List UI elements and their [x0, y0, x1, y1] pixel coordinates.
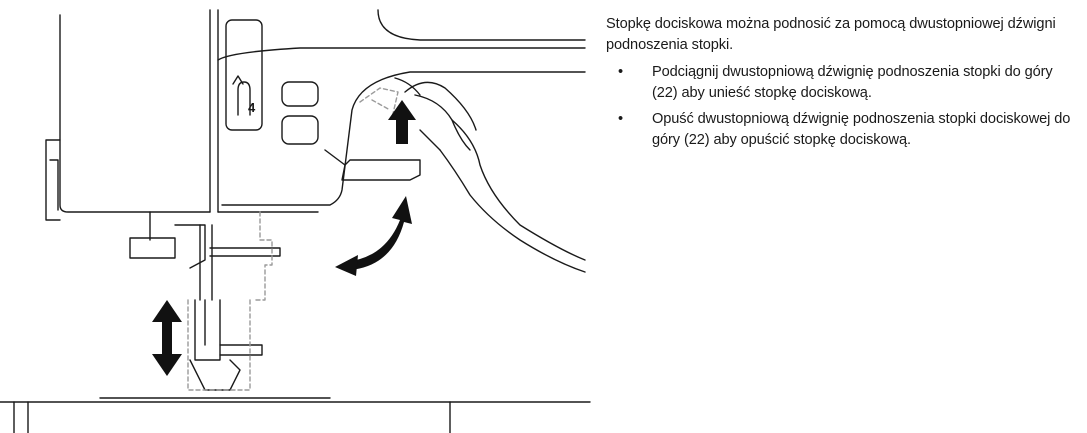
list-item: • Podciągnij dwustopniową dźwignię podno…	[606, 62, 1081, 104]
sewing-machine-presser-foot-lever-illustration: 4	[0, 9, 591, 433]
intro-paragraph: Stopkę dociskowa można podnosić za pomoc…	[606, 16, 1056, 53]
instructions-column: Stopkę dociskowa można podnosić za pomoc…	[606, 14, 1081, 156]
up-down-arrow-icon	[152, 300, 182, 376]
machine-head	[45, 9, 586, 221]
list-item-text: Podciągnij dwustopniową dźwignię podnosz…	[652, 64, 1053, 101]
panel-button-2	[281, 115, 319, 145]
raised-position-outline	[187, 87, 399, 391]
panel-button-1	[281, 81, 319, 107]
thread-guide-window	[225, 19, 263, 131]
bullet-icon: •	[618, 111, 624, 127]
presser-foot-assembly	[129, 211, 281, 391]
list-item: • Opuść dwustopniową dźwignię podnoszeni…	[606, 109, 1081, 151]
hand	[394, 77, 586, 273]
list-item-text: Opuść dwustopniową dźwignię podnoszenia …	[652, 111, 1071, 148]
thread-guide-number: 4	[248, 100, 256, 115]
presser-foot-lever	[324, 149, 421, 181]
lever-curved-arrow-icon	[335, 196, 412, 276]
bullet-icon: •	[618, 64, 624, 80]
machine-bed	[0, 397, 591, 433]
instruction-list: • Podciągnij dwustopniową dźwignię podno…	[606, 62, 1081, 151]
lift-up-arrow-icon	[388, 100, 416, 144]
